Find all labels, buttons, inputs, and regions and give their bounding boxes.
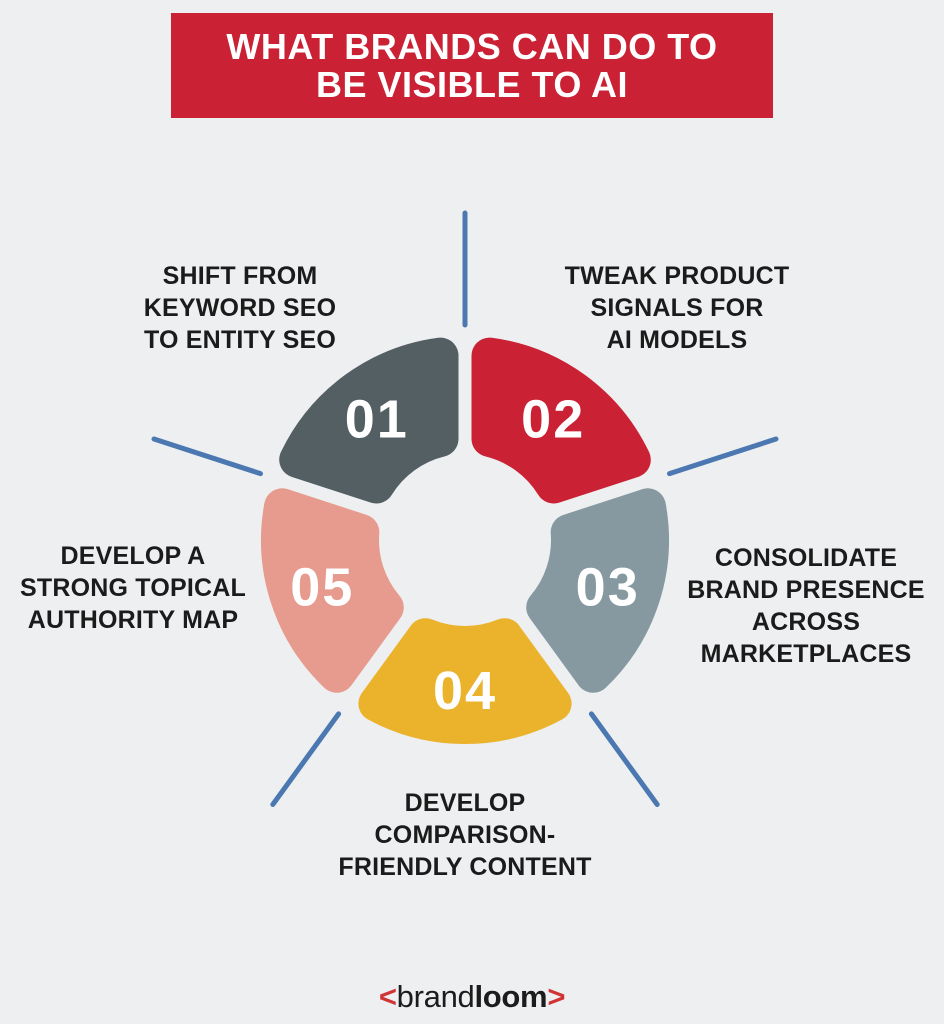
- left-bracket-icon: <: [378, 979, 397, 1014]
- divider-line-upper-right: [667, 436, 779, 477]
- label-line: AUTHORITY MAP: [27, 606, 239, 634]
- segment-02-label: TWEAK PRODUCT SIGNALS FOR AI MODELS: [525, 260, 829, 356]
- brandloom-logo: <brandloom>: [0, 979, 944, 1015]
- segment-04-label: DEVELOP COMPARISON- FRIENDLY CONTENT: [305, 787, 625, 883]
- right-bracket-icon: >: [547, 979, 566, 1014]
- label-line: TO ENTITY SEO: [144, 326, 336, 354]
- label-line: FRIENDLY CONTENT: [338, 853, 592, 881]
- divider-line-lower-left: [270, 711, 342, 807]
- segment-01-shape: [279, 337, 459, 504]
- segment-03-number: 03: [576, 557, 640, 617]
- label-line: KEYWORD SEO: [143, 294, 337, 322]
- label-line: COMPARISON-: [374, 821, 556, 849]
- title-banner: WHAT BRANDS CAN DO TO BE VISIBLE TO AI: [171, 13, 773, 118]
- label-line: TWEAK PRODUCT: [564, 262, 790, 290]
- segment-01-number: 01: [345, 390, 409, 450]
- label-line: AI MODELS: [606, 326, 748, 354]
- divider-lines: [151, 210, 779, 807]
- logo-brand-text: brand: [396, 979, 475, 1014]
- segment-02-number: 02: [521, 390, 585, 450]
- segment-04-number: 04: [433, 661, 497, 721]
- label-line: SHIFT FROM: [162, 262, 318, 290]
- segment-05-label: DEVELOP A STRONG TOPICAL AUTHORITY MAP: [0, 540, 266, 636]
- segment-numbers: 01 02 03 04 05: [290, 390, 640, 721]
- label-line: STRONG TOPICAL: [20, 574, 246, 602]
- label-line: CONSOLIDATE: [714, 544, 898, 572]
- segment-05-shape: [261, 488, 404, 693]
- divider-line-upper-left: [151, 436, 263, 477]
- label-line: SIGNALS FOR: [590, 294, 764, 322]
- segment-03-label: CONSOLIDATE BRAND PRESENCE ACROSS MARKET…: [668, 542, 944, 670]
- label-line: MARKETPLACES: [700, 640, 912, 668]
- title-line-2: BE VISIBLE TO AI: [315, 64, 629, 105]
- label-line: BRAND PRESENCE: [687, 576, 925, 604]
- label-line: ACROSS: [751, 608, 861, 636]
- divider-line-lower-right: [588, 711, 660, 807]
- logo-loom-text: loom: [474, 979, 548, 1014]
- segment-shapes: [261, 337, 669, 744]
- segment-03-shape: [526, 488, 669, 693]
- title-line-1: WHAT BRANDS CAN DO TO: [226, 26, 718, 67]
- segment-02-shape: [471, 337, 651, 504]
- label-line: DEVELOP A: [60, 542, 206, 570]
- label-line: DEVELOP: [404, 789, 526, 817]
- segment-04-shape: [358, 618, 572, 744]
- segment-05-number: 05: [290, 557, 354, 617]
- segment-01-label: SHIFT FROM KEYWORD SEO TO ENTITY SEO: [88, 260, 392, 356]
